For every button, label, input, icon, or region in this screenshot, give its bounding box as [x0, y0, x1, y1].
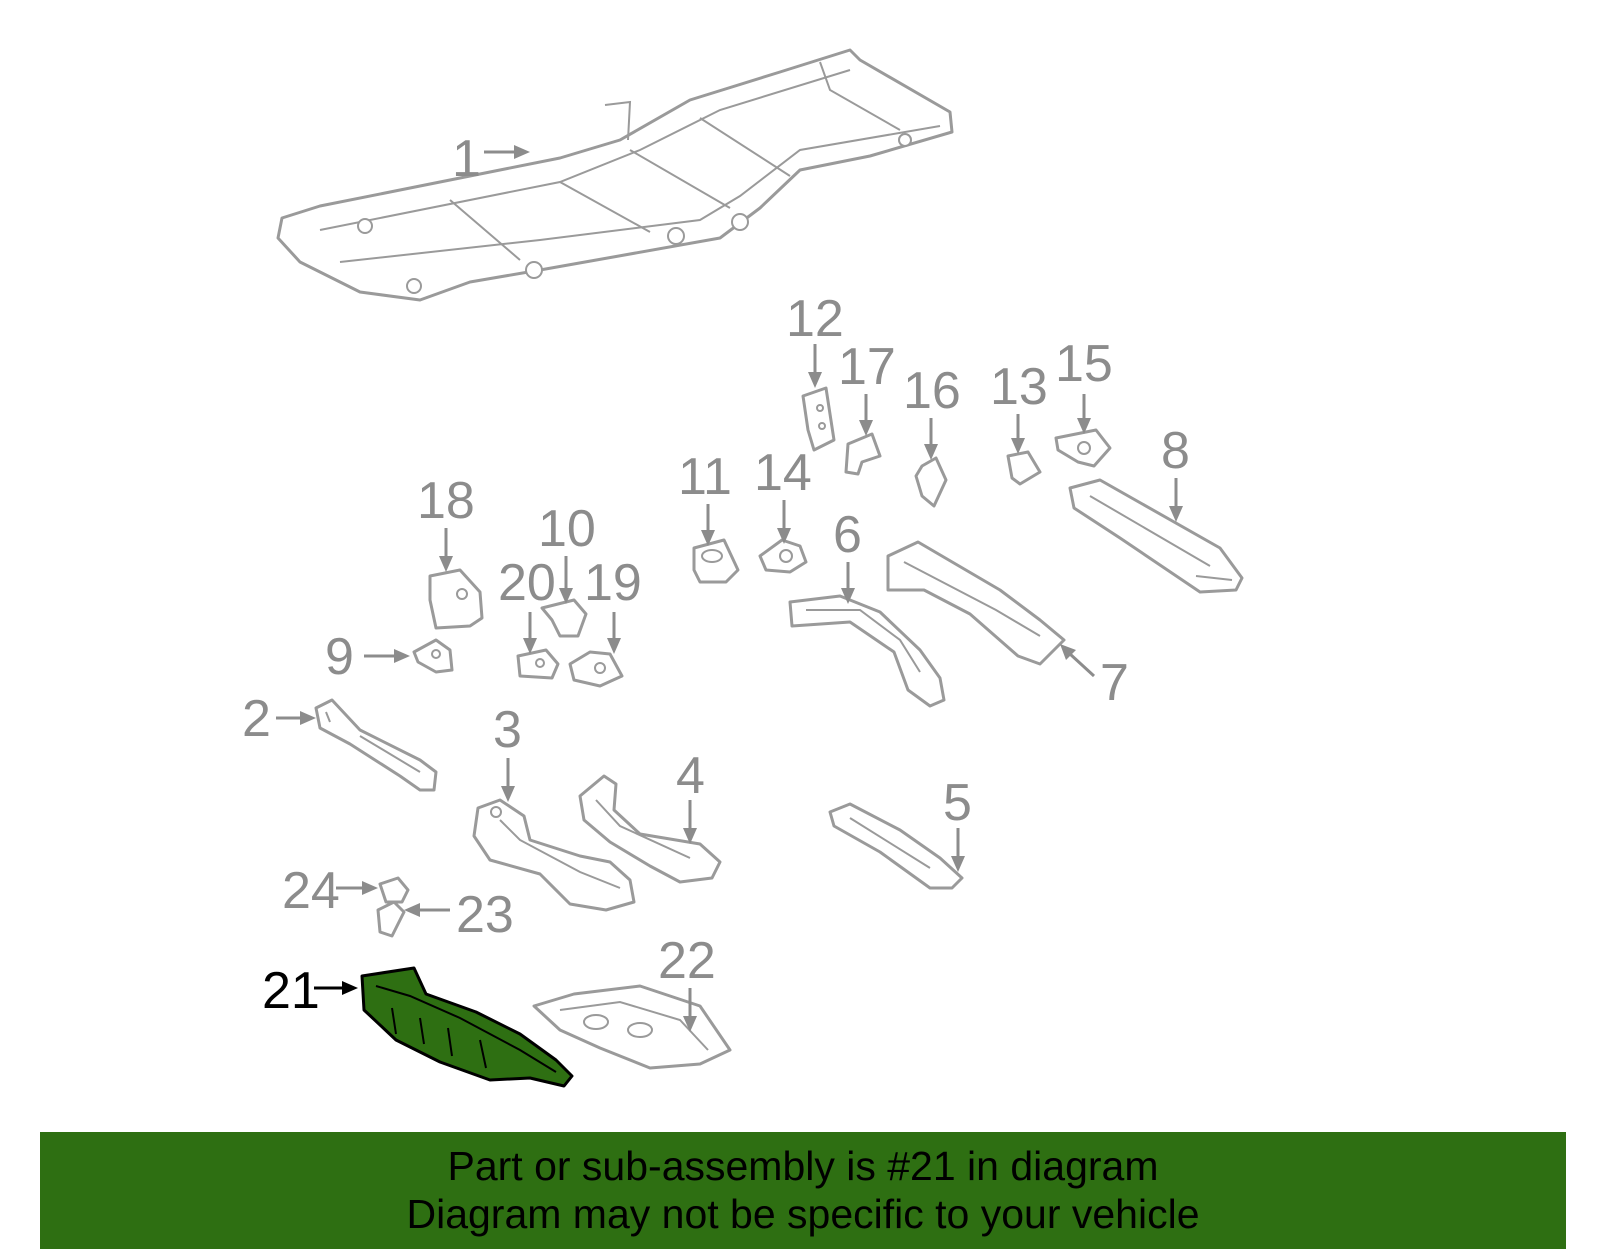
banner-line-1: Part or sub-assembly is #21 in diagram	[447, 1143, 1159, 1189]
part-15-mount	[1054, 428, 1112, 468]
callout-5: 5	[943, 774, 972, 832]
parts-diagram: 1 2 3 4 5 6 7 8 9 10 11 12 13 14 15 16 1…	[242, 48, 1244, 1088]
callout-6: 6	[833, 506, 862, 564]
part-13-bracket	[1006, 450, 1042, 486]
part-6-crossmember	[788, 594, 946, 708]
part-3-crossmember	[472, 798, 636, 912]
callout-3: 3	[493, 701, 522, 759]
part-21-highlighted	[360, 966, 574, 1088]
callout-4: 4	[676, 747, 705, 805]
callout-11: 11	[678, 448, 732, 506]
part-7-crossmember	[886, 540, 1066, 666]
callout-9: 9	[325, 628, 354, 686]
part-23-bracket	[376, 900, 406, 938]
part-20-bracket	[516, 648, 560, 680]
callout-14: 14	[754, 444, 812, 502]
callout-2: 2	[242, 690, 271, 748]
callout-15: 15	[1055, 335, 1113, 393]
part-16-bracket	[914, 456, 948, 508]
callout-8: 8	[1161, 422, 1190, 480]
callout-16: 16	[903, 362, 961, 420]
callout-20: 20	[498, 554, 556, 612]
part-18-mount	[428, 568, 484, 630]
callout-19: 19	[584, 554, 642, 612]
part-22-skid-plate	[532, 984, 732, 1070]
callout-21: 21	[262, 962, 320, 1020]
callout-12: 12	[786, 290, 844, 348]
part-11-mount	[692, 538, 740, 584]
part-5-crossmember	[828, 802, 964, 890]
callout-arrows	[276, 145, 1183, 1032]
part-4-crossmember	[578, 774, 722, 884]
part-19-bracket	[568, 650, 624, 688]
callout-24: 24	[282, 862, 340, 920]
part-24-bracket	[378, 876, 410, 904]
part-17-bracket	[844, 432, 882, 476]
part-12-bracket	[801, 386, 836, 452]
part-10-bracket	[540, 598, 588, 638]
callout-13: 13	[990, 358, 1048, 416]
part-2-crossmember	[314, 698, 438, 792]
part-8-crossmember	[1068, 478, 1244, 594]
callout-labels: 1 2 3 4 5 6 7 8 9 10 11 12 13 14 15 16 1…	[242, 130, 1190, 1020]
callout-22: 22	[658, 932, 716, 990]
callout-18: 18	[417, 472, 475, 530]
part-1-frame	[276, 48, 954, 302]
callout-7: 7	[1100, 654, 1129, 712]
part-14-mount	[758, 538, 808, 574]
callout-17: 17	[838, 338, 896, 396]
banner-line-2: Diagram may not be specific to your vehi…	[406, 1191, 1200, 1237]
callout-1: 1	[452, 130, 481, 188]
info-banner: Part or sub-assembly is #21 in diagram D…	[40, 1132, 1566, 1249]
callout-23: 23	[456, 886, 514, 944]
callout-10: 10	[538, 500, 596, 558]
part-9-bracket	[412, 638, 454, 674]
